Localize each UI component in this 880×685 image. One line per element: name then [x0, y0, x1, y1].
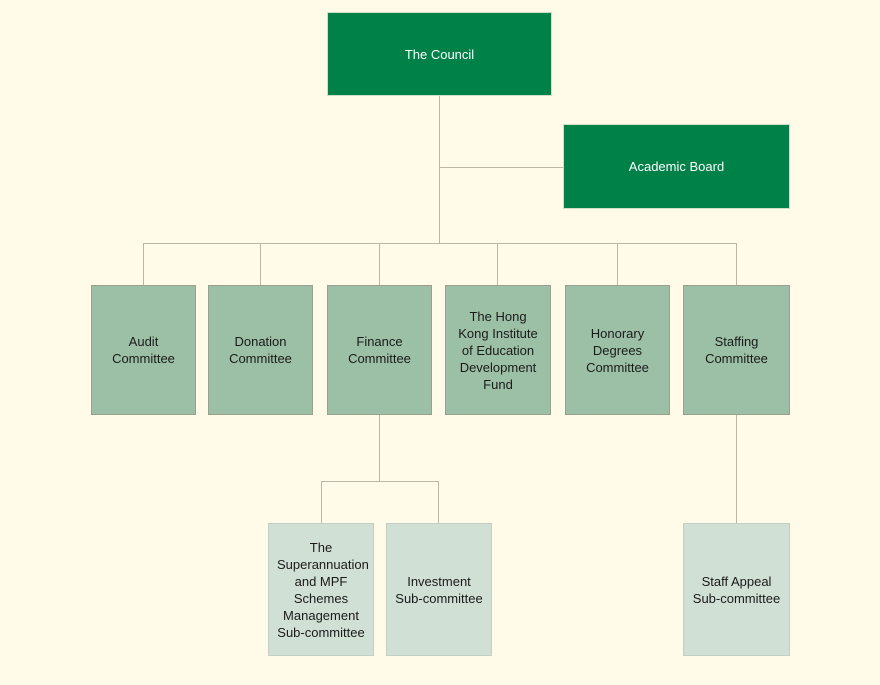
node-staffing-committee-label: Staffing Committee	[705, 334, 768, 366]
node-honorary-degrees-committee: Honorary Degrees Committee	[565, 285, 670, 415]
node-audit-committee: Audit Committee	[91, 285, 196, 415]
connector-stub-hkied-fund	[497, 243, 498, 285]
node-staffing-committee: Staffing Committee	[683, 285, 790, 415]
node-hkied-development-fund-label: The Hong Kong Institute of Education Dev…	[458, 308, 538, 392]
node-donation-committee: Donation Committee	[208, 285, 313, 415]
node-audit-committee-label: Audit Committee	[112, 334, 175, 366]
node-superannuation-mpf-subcommittee: The Superannuation and MPF Schemes Manag…	[268, 523, 374, 656]
node-academic-board: Academic Board	[563, 124, 790, 209]
node-investment-subcommittee: Investment Sub-committee	[386, 523, 492, 656]
connector-staffing-vertical	[736, 415, 737, 523]
node-donation-committee-label: Donation Committee	[229, 334, 292, 366]
connector-committees-rail	[143, 243, 737, 244]
connector-stub-honorary	[617, 243, 618, 285]
node-superannuation-mpf-subcommittee-label: The Superannuation and MPF Schemes Manag…	[277, 539, 369, 640]
node-finance-committee-label: Finance Committee	[348, 334, 411, 366]
connector-stub-superannuation	[321, 481, 322, 523]
connector-stub-investment	[438, 481, 439, 523]
node-staff-appeal-subcommittee-label: Staff Appeal Sub-committee	[692, 573, 781, 606]
node-the-council: The Council	[327, 12, 552, 96]
connector-stub-staffing	[736, 243, 737, 285]
node-staff-appeal-subcommittee: Staff Appeal Sub-committee	[683, 523, 790, 656]
node-investment-subcommittee-label: Investment Sub-committee	[395, 573, 483, 606]
connector-stub-audit	[143, 243, 144, 285]
connector-finance-rail	[321, 481, 439, 482]
connector-academic-board	[439, 167, 563, 168]
connector-finance-vertical	[379, 415, 380, 481]
node-hkied-development-fund: The Hong Kong Institute of Education Dev…	[445, 285, 551, 415]
connector-council-vertical	[439, 96, 440, 243]
node-finance-committee: Finance Committee	[327, 285, 432, 415]
node-the-council-label: The Council	[404, 46, 475, 62]
node-academic-board-label: Academic Board	[628, 159, 725, 174]
connector-stub-finance	[379, 243, 380, 285]
connector-stub-donation	[260, 243, 261, 285]
node-honorary-degrees-committee-label: Honorary Degrees Committee	[586, 325, 649, 375]
